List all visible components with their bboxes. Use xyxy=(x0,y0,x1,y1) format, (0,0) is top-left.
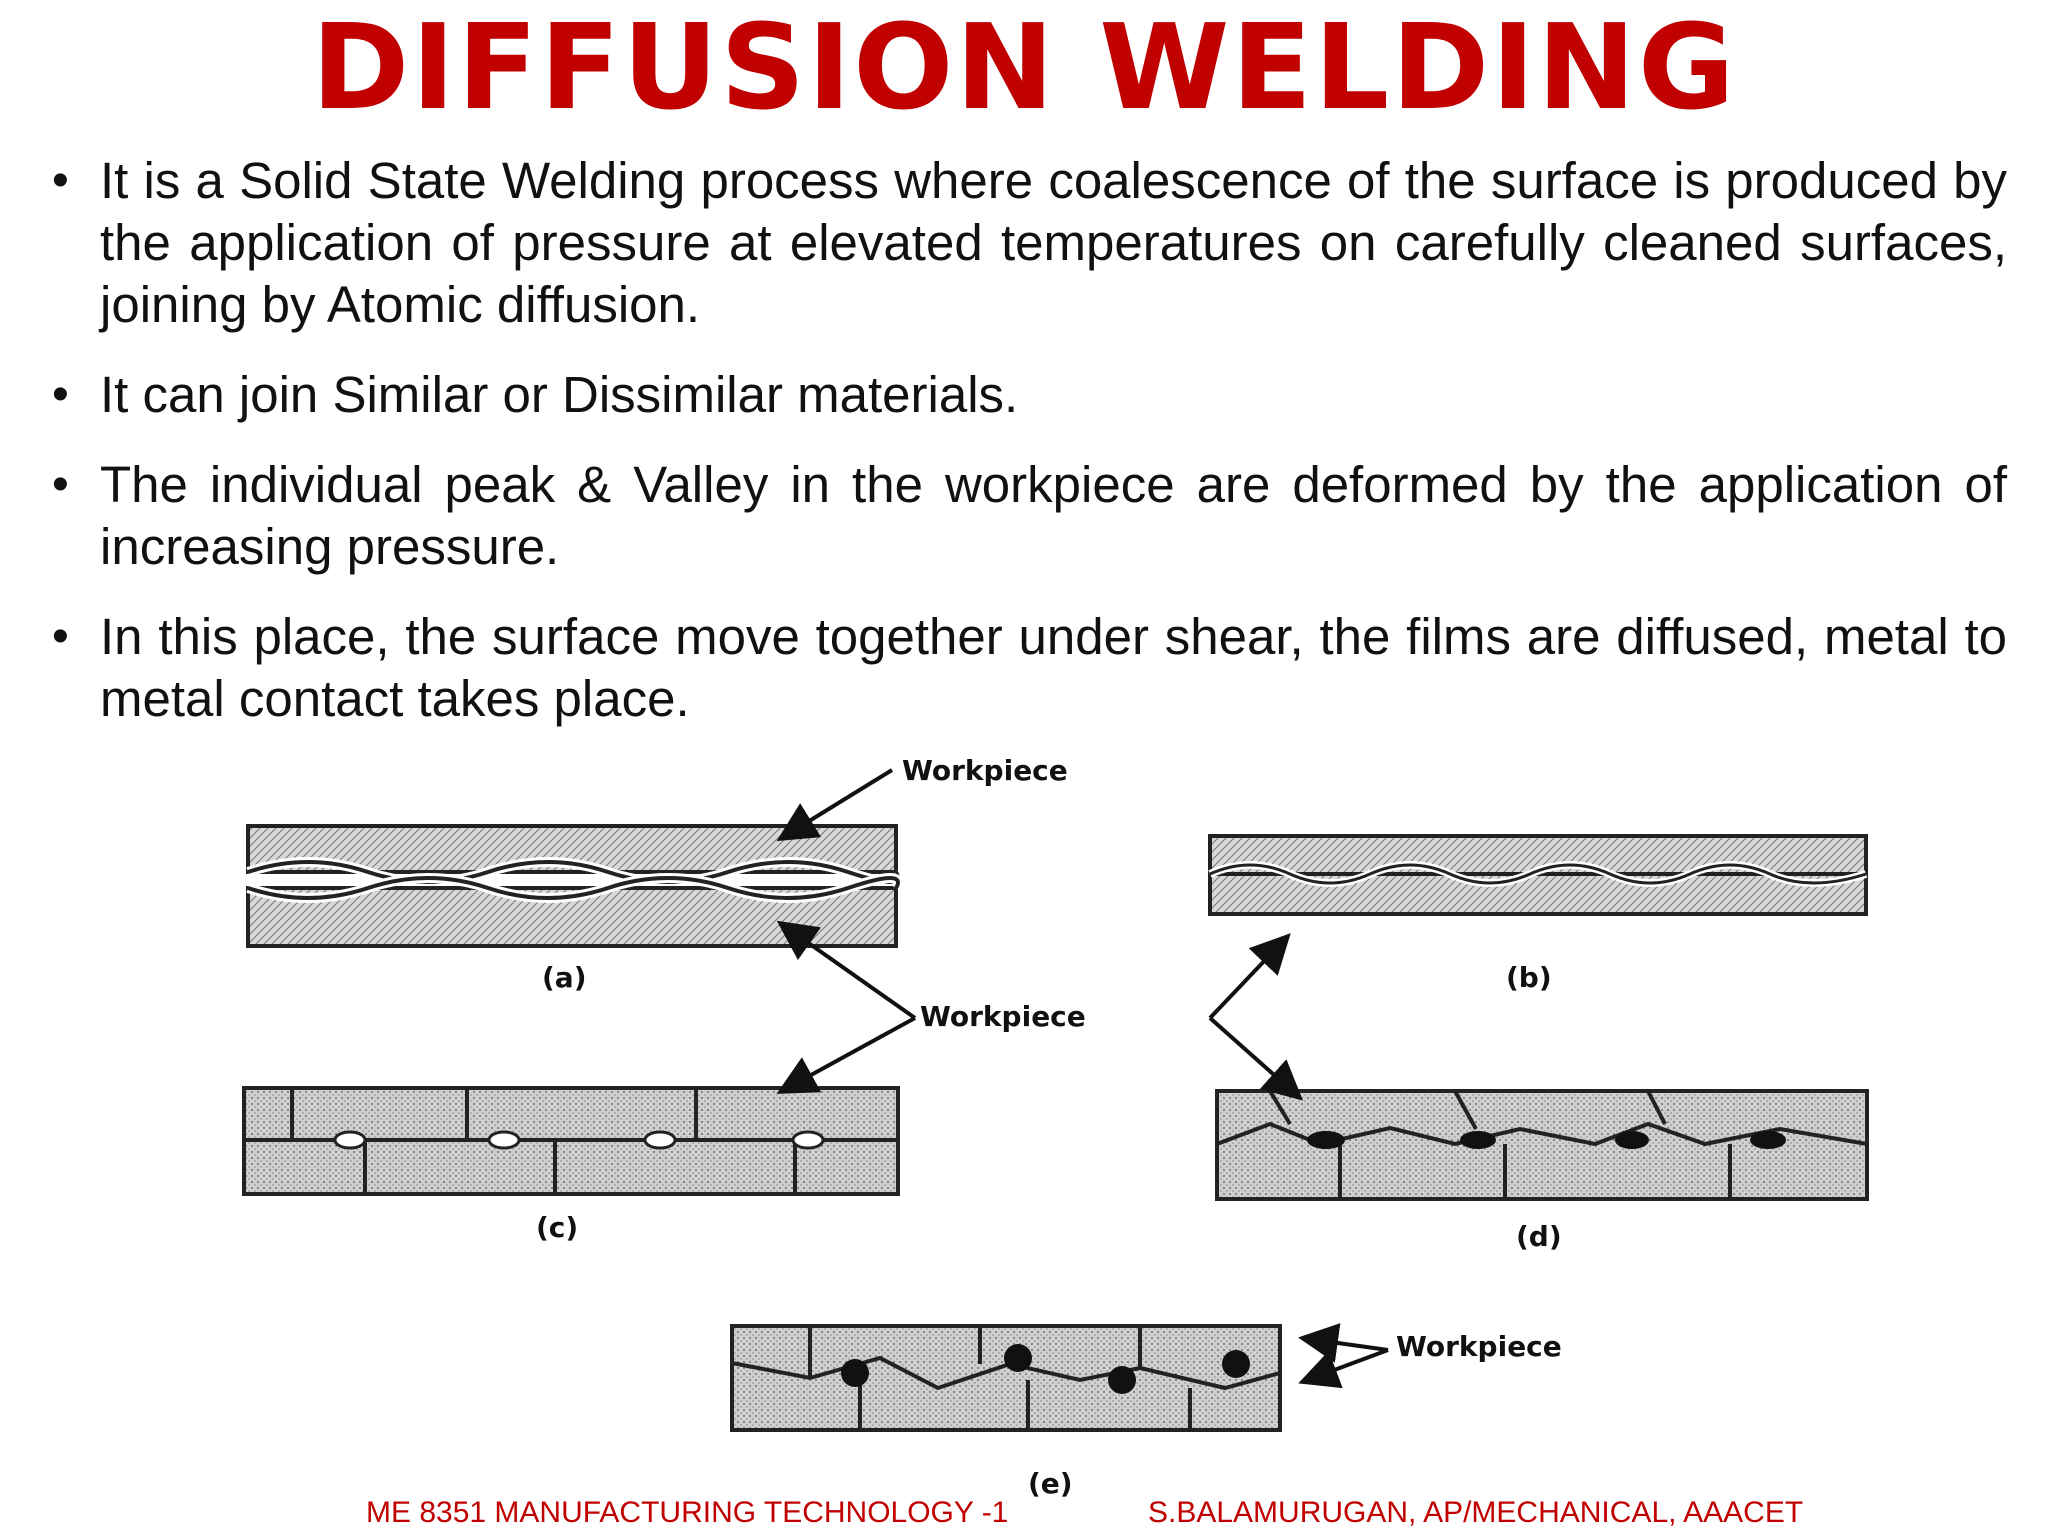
caption-a: (a) xyxy=(542,961,587,994)
bullet-list: It is a Solid State Welding process wher… xyxy=(52,150,2007,758)
diffusion-welding-figure: (a) (b) (c) xyxy=(220,748,1900,1498)
bullet-item-2: It can join Similar or Dissimilar materi… xyxy=(52,364,2007,426)
bullet-item-4: In this place, the surface move together… xyxy=(52,606,2007,730)
panel-d: (d) xyxy=(1215,1089,1869,1253)
bullet-item-1: It is a Solid State Welding process wher… xyxy=(52,150,2007,336)
caption-d: (d) xyxy=(1516,1220,1562,1253)
annotations: Workpiece Workpiece Workpiece xyxy=(776,754,1562,1389)
caption-e: (e) xyxy=(1028,1467,1073,1498)
panel-b: (b) xyxy=(1208,834,1868,994)
workpiece-label-middle: Workpiece xyxy=(920,1000,1086,1033)
panel-e: (e) xyxy=(730,1324,1282,1498)
footer-course: ME 8351 MANUFACTURING TECHNOLOGY -1 xyxy=(366,1496,1009,1529)
slide-title: DIFFUSION WELDING xyxy=(311,0,1737,136)
workpiece-label-right: Workpiece xyxy=(1396,1330,1562,1363)
panel-c: (c) xyxy=(242,1086,900,1244)
slide-footer: ME 8351 MANUFACTURING TECHNOLOGY -1 S.BA… xyxy=(0,1496,2048,1532)
diffusion-welding-diagram: (a) (b) (c) xyxy=(242,754,1869,1498)
caption-c: (c) xyxy=(536,1211,578,1244)
footer-author: S.BALAMURUGAN, AP/MECHANICAL, AAACET xyxy=(1148,1496,1804,1529)
caption-b: (b) xyxy=(1506,961,1552,994)
workpiece-label-top: Workpiece xyxy=(902,754,1068,787)
bullet-item-3: The individual peak & Valley in the work… xyxy=(52,454,2007,578)
panel-a: (a) xyxy=(246,824,903,994)
